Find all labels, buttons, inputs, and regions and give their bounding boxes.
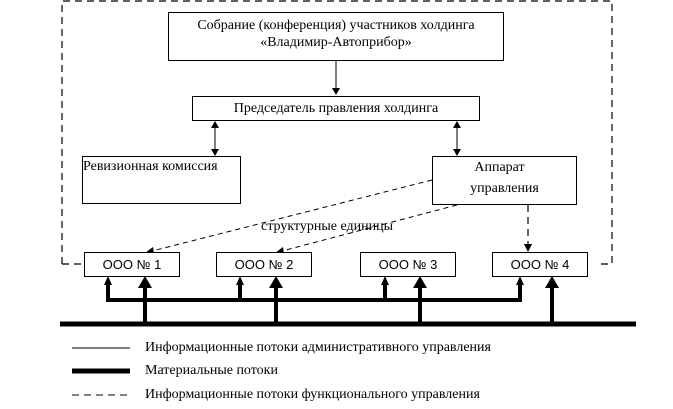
- edge-apparatus-ooo2: [281, 204, 458, 252]
- node-assembly-line2: «Владимир-Автоприбор»: [260, 35, 412, 50]
- arrowhead: [524, 244, 532, 252]
- arrowhead: [516, 276, 524, 285]
- node-chairman-label: Председатель правления холдинга: [233, 101, 439, 116]
- arrowhead: [413, 276, 427, 288]
- arrowhead: [453, 121, 461, 128]
- node-assembly-line1: Собрание (конференция) участников холдин…: [197, 18, 475, 33]
- node-ooo-1: ООО № 1: [84, 252, 180, 277]
- node-ooo-3: ООО № 3: [360, 252, 456, 277]
- arrowhead: [211, 149, 219, 156]
- node-ooo-2: ООО № 2: [216, 252, 312, 277]
- node-chairman: Председатель правления холдинга: [192, 96, 480, 121]
- arrowhead: [269, 276, 283, 288]
- holding-boundary: [61, 0, 613, 265]
- arrowhead: [104, 276, 112, 285]
- material-bus-secondary: [106, 283, 522, 302]
- arrowhead: [211, 121, 219, 128]
- legend-label-functional: Информационные потоки функционального уп…: [145, 387, 480, 402]
- node-apparatus: Аппарат управления: [432, 156, 577, 205]
- arrowhead: [545, 276, 559, 288]
- legend-label-material: Материальные потоки: [145, 363, 278, 378]
- node-ooo-2-label: ООО № 2: [234, 257, 294, 272]
- edge-apparatus-ooo1: [151, 179, 433, 252]
- arrowhead: [138, 276, 152, 288]
- arrowhead: [381, 276, 389, 285]
- node-audit: Ревизионная комиссия: [82, 156, 241, 204]
- node-apparatus-line2: управления: [470, 181, 539, 196]
- node-ooo-4-label: ООО № 4: [510, 257, 570, 272]
- arrowhead: [332, 88, 340, 95]
- legend-label-administrative: Информационные потоки административного …: [145, 340, 491, 355]
- arrowhead: [236, 276, 244, 285]
- node-ooo-4: ООО № 4: [492, 252, 588, 277]
- node-ooo-1-label: ООО № 1: [102, 257, 162, 272]
- arrowhead: [453, 149, 461, 156]
- node-ooo-3-label: ООО № 3: [378, 257, 438, 272]
- node-assembly: Собрание (конференция) участников холдин…: [168, 12, 504, 61]
- annotation-structural-units: структурные единицы: [261, 219, 394, 234]
- node-apparatus-line1: Аппарат: [474, 160, 525, 175]
- node-audit-label: Ревизионная комиссия: [83, 159, 218, 174]
